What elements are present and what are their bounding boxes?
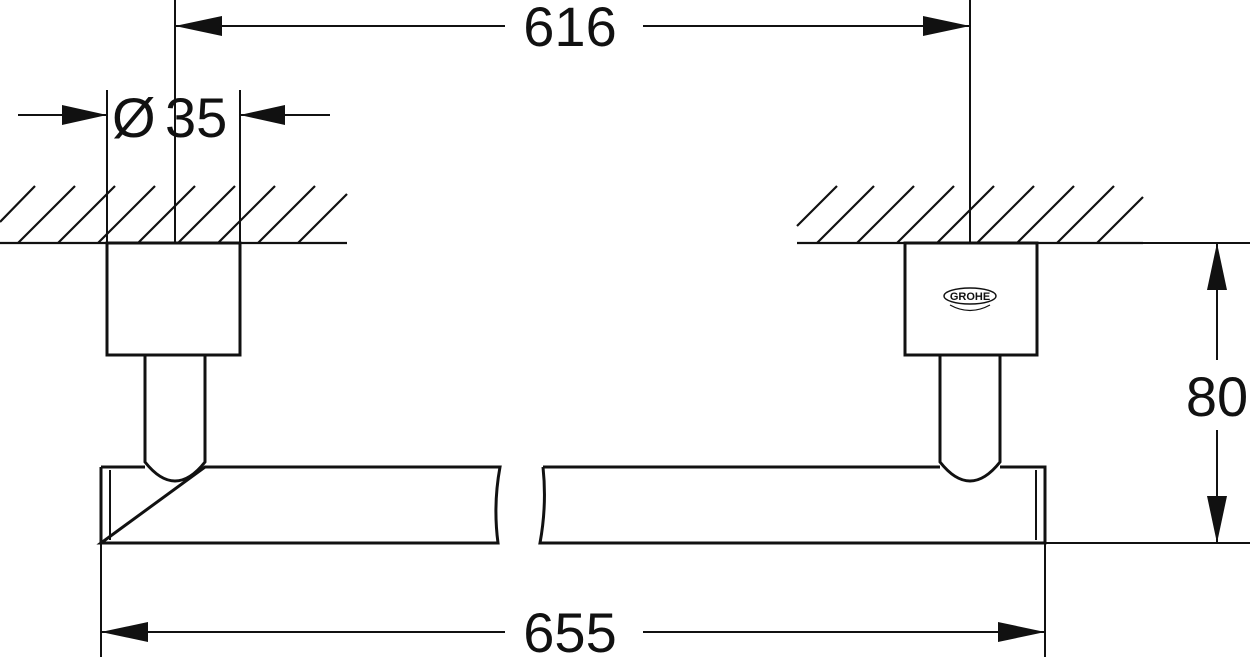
- dimension-bottom-width: 655: [100, 543, 1046, 657]
- dimension-label-right: 80: [1186, 365, 1248, 428]
- diameter-arrow-left-icon: [62, 105, 107, 125]
- dimension-label-top: 616: [523, 0, 616, 58]
- support-arm-right: [938, 355, 1002, 483]
- diameter-value: 35: [165, 86, 227, 149]
- wall-plate-left: [105, 241, 242, 357]
- dimension-label-bottom: 655: [523, 601, 616, 657]
- rail-segment-left: [96, 465, 502, 545]
- dimension-top-width: 616: [174, 0, 971, 243]
- arrow-right-icon: [923, 16, 970, 36]
- arrow-down-icon: [1207, 496, 1227, 543]
- grohe-logo-icon: GROHE: [943, 287, 997, 312]
- svg-text:GROHE: GROHE: [950, 291, 990, 303]
- dimension-diameter: Ø 35: [18, 86, 330, 243]
- arrow-left-icon: [175, 16, 222, 36]
- mounting-bracket-left: [105, 241, 242, 483]
- rail-segment-right: [538, 465, 1047, 545]
- arrow-up-icon: [1207, 243, 1227, 290]
- wall-hatch-left: [0, 185, 348, 245]
- towel-rail-bar: [96, 465, 1047, 545]
- diameter-arrow-right-icon: [240, 105, 285, 125]
- bottom-arrow-left-icon: [101, 622, 148, 642]
- bottom-arrow-right-icon: [998, 622, 1045, 642]
- diameter-symbol: Ø: [112, 86, 156, 149]
- dimension-right-height: 80: [1037, 242, 1250, 544]
- wall-plate-right: [903, 241, 1039, 357]
- support-arm-left: [143, 355, 207, 483]
- mounting-bracket-right: GROHE: [903, 241, 1039, 483]
